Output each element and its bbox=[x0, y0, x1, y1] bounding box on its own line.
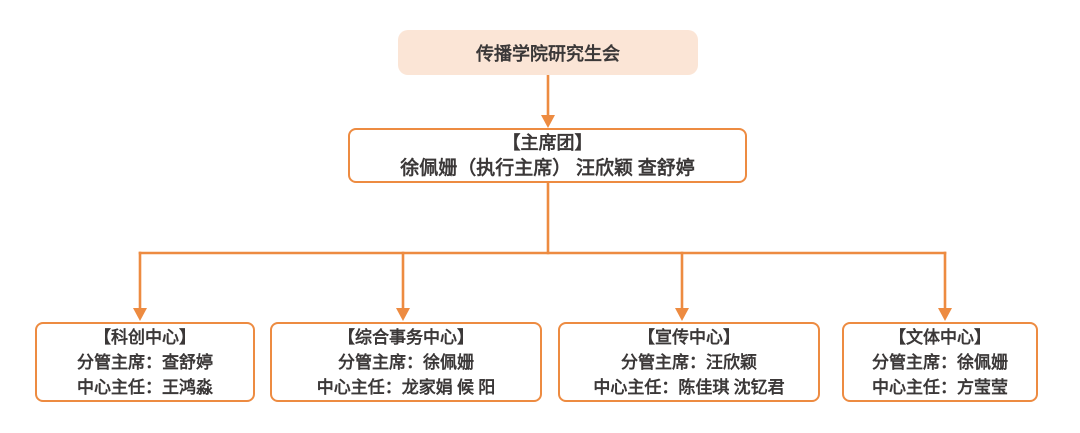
node-root-org: 传播学院研究生会 bbox=[398, 30, 698, 75]
arrowhead-presidium bbox=[541, 115, 555, 128]
center-title: 【科创中心】 bbox=[94, 327, 196, 347]
center-title: 【宣传中心】 bbox=[638, 327, 740, 347]
center-title: 【综合事务中心】 bbox=[338, 327, 474, 347]
arrowhead-center-1 bbox=[133, 308, 147, 321]
node-center-xuanchuan: 【宣传中心】 分管主席：汪欣颖 中心主任：陈佳琪 沈钇君 bbox=[558, 322, 820, 402]
center-chair: 分管主席：汪欣颖 bbox=[621, 352, 757, 372]
center-director: 中心主任：方莹莹 bbox=[872, 377, 1008, 397]
center-director: 中心主任：陈佳琪 沈钇君 bbox=[593, 377, 785, 397]
root-org-title: 传播学院研究生会 bbox=[476, 43, 620, 64]
node-presidium: 【主席团】 徐佩姗（执行主席） 汪欣颖 查舒婷 bbox=[348, 128, 747, 183]
center-director: 中心主任：龙家娟 候 阳 bbox=[316, 377, 496, 397]
center-chair: 分管主席：徐佩姗 bbox=[872, 352, 1008, 372]
node-center-wenti: 【文体中心】 分管主席：徐佩姗 中心主任：方莹莹 bbox=[842, 322, 1038, 402]
arrowhead-center-2 bbox=[396, 308, 410, 321]
center-title: 【文体中心】 bbox=[889, 327, 991, 347]
node-center-keychuang: 【科创中心】 分管主席：查舒婷 中心主任：王鸿淼 bbox=[35, 322, 255, 402]
center-chair: 分管主席：查舒婷 bbox=[77, 352, 213, 372]
presidium-title: 【主席团】 bbox=[502, 132, 593, 153]
arrowhead-center-4 bbox=[938, 308, 952, 321]
center-director: 中心主任：王鸿淼 bbox=[77, 377, 213, 397]
node-center-zonghe-shiwu: 【综合事务中心】 分管主席：徐佩姗 中心主任：龙家娟 候 阳 bbox=[270, 322, 542, 402]
arrowhead-center-3 bbox=[675, 308, 689, 321]
presidium-members: 徐佩姗（执行主席） 汪欣颖 查舒婷 bbox=[400, 157, 695, 179]
center-chair: 分管主席：徐佩姗 bbox=[338, 352, 474, 372]
